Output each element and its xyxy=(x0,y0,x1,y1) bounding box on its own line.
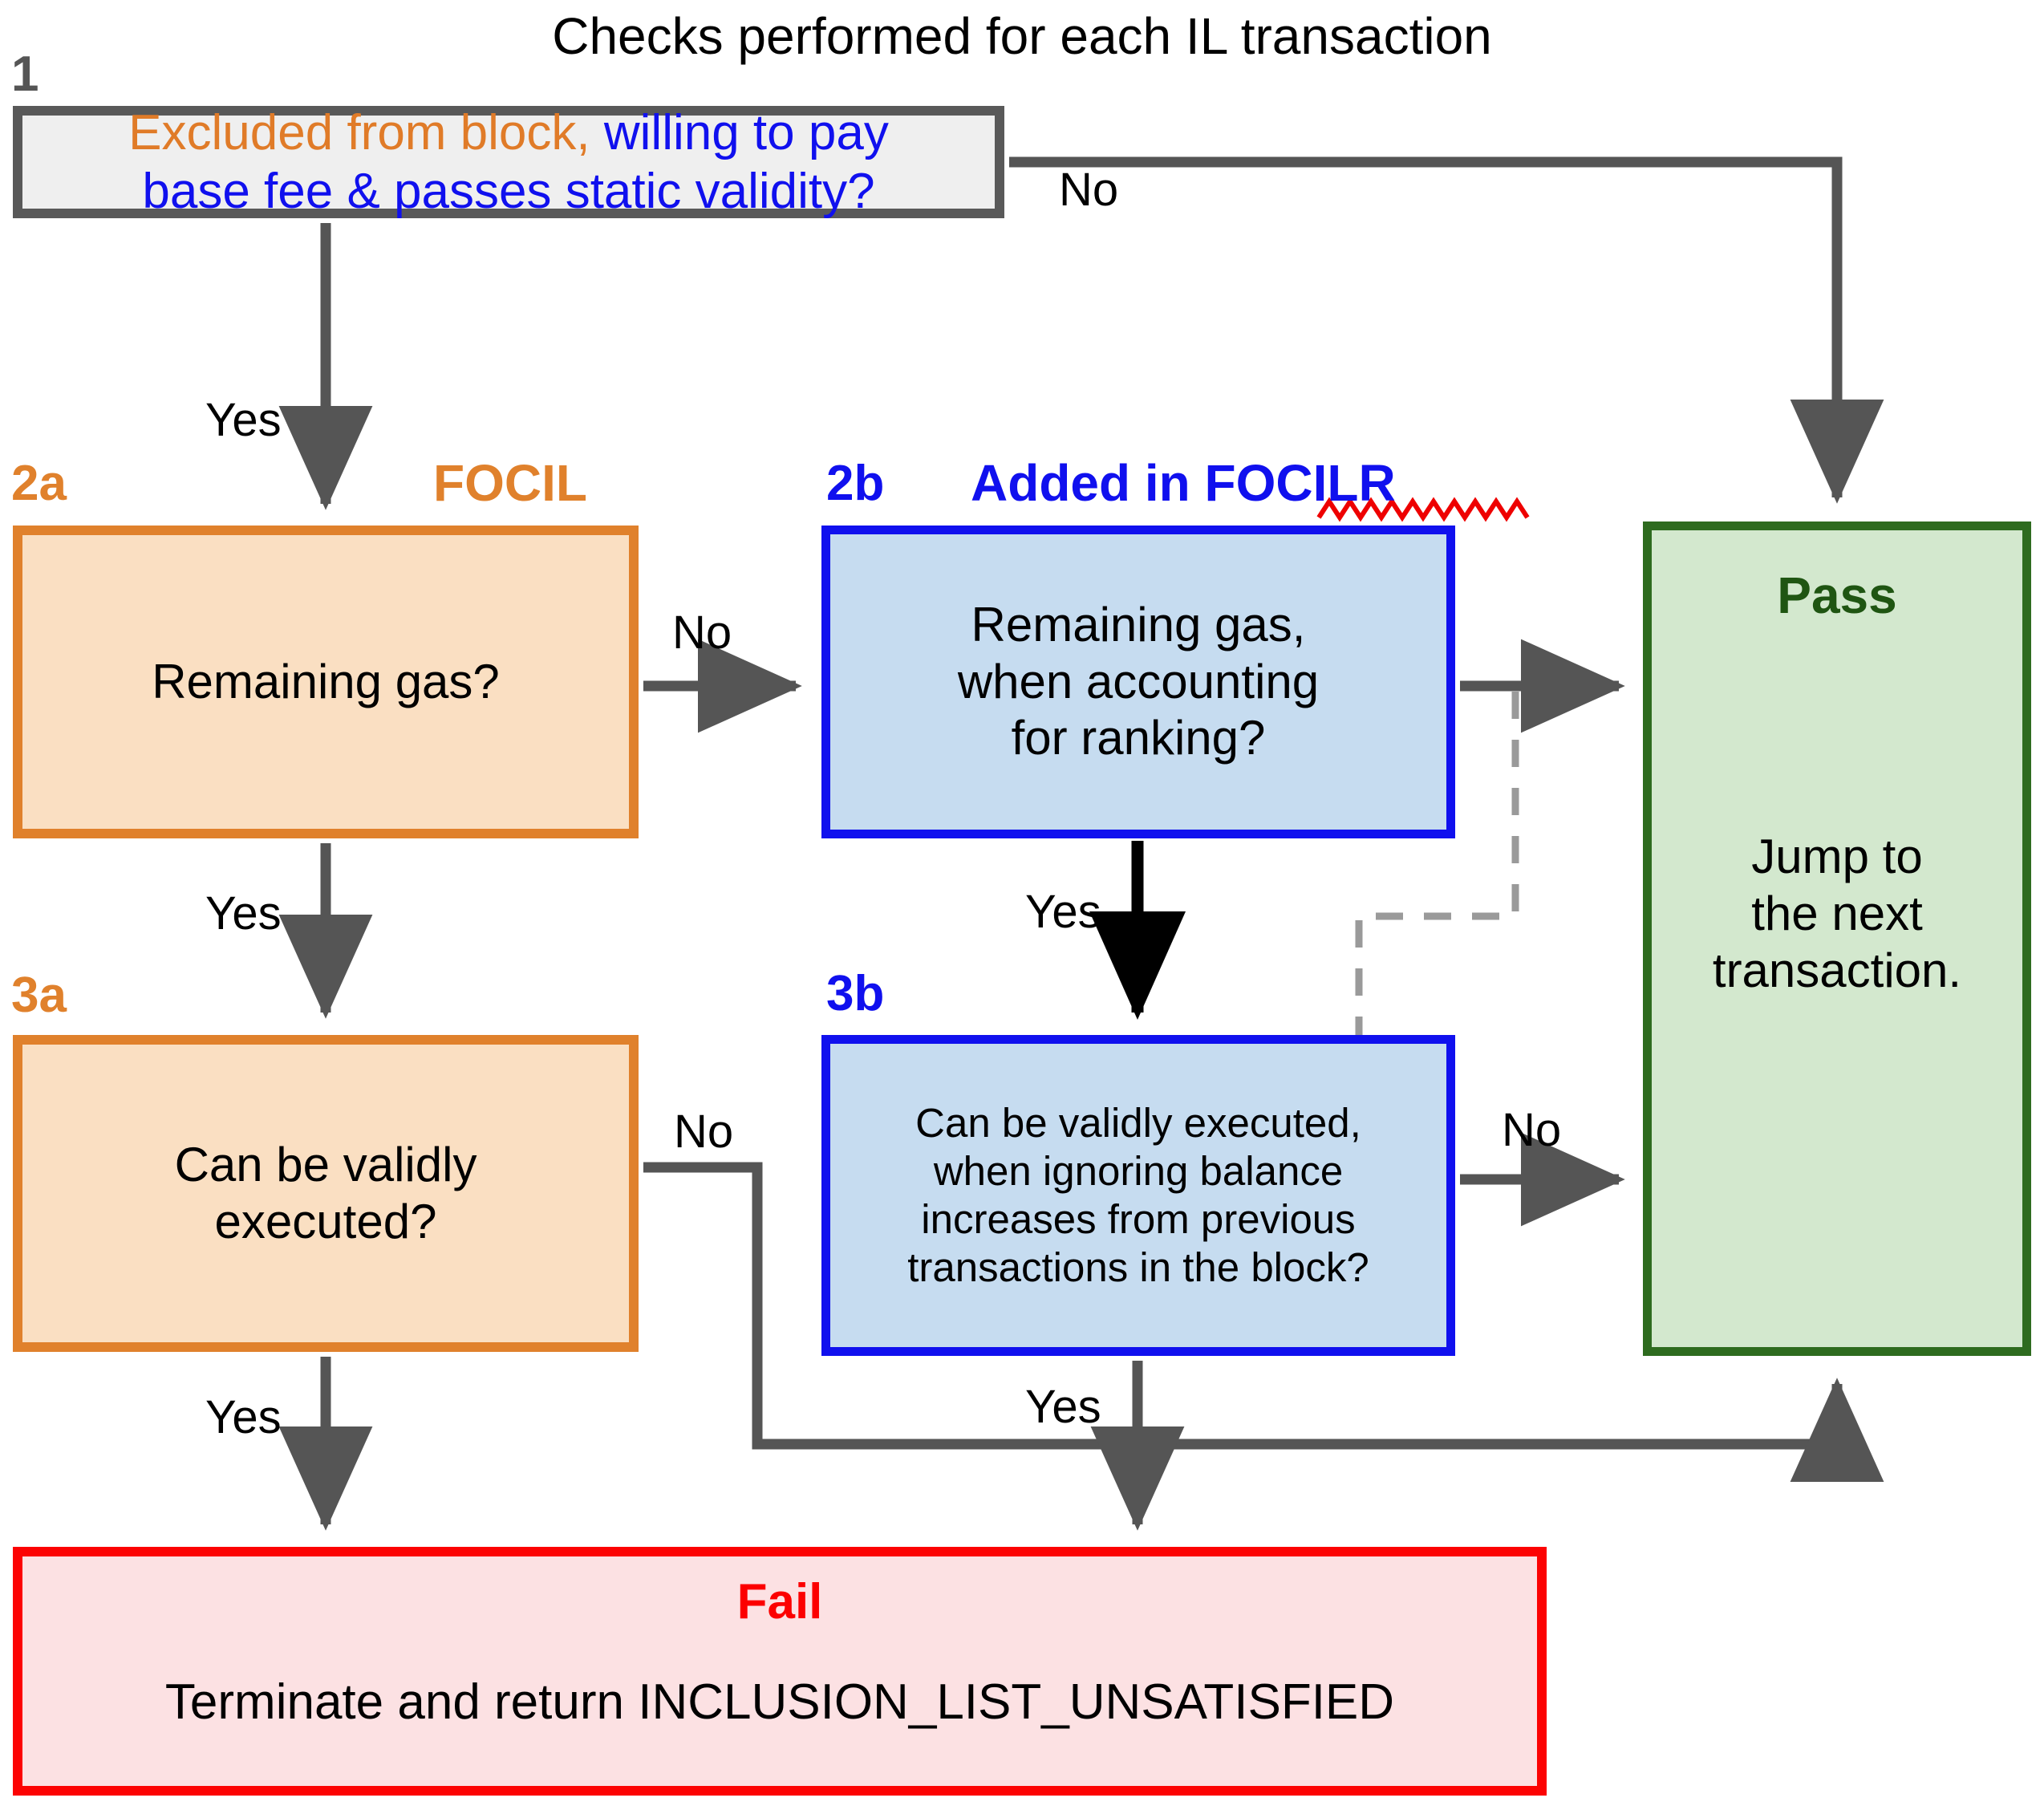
edge-1-to-pass xyxy=(1009,156,1884,504)
decision-box-2a[interactable]: Remaining gas? xyxy=(13,526,639,838)
page-title: Checks performed for each IL transaction xyxy=(552,7,1492,65)
terminal-box-fail[interactable]: Fail Terminate and return INCLUSION_LIST… xyxy=(13,1547,1547,1796)
fail-title: Fail xyxy=(736,1574,823,1629)
pass-line3: transaction. xyxy=(1712,943,1962,997)
decision-box-1[interactable]: Excluded from block, willing to pay base… xyxy=(13,103,1004,219)
box2b-line1: Remaining gas, xyxy=(971,597,1306,651)
pass-line1: Jump to xyxy=(1751,829,1923,883)
box1-text-willing: willing to pay xyxy=(590,104,889,160)
edge-label-no-3a: No xyxy=(674,1106,734,1158)
box1-line2: base fee & passes static validity? xyxy=(142,164,875,219)
node-number-3b: 3b xyxy=(826,966,885,1021)
edge-label-yes-1: Yes xyxy=(205,394,282,446)
edge-label-no-2a: No xyxy=(672,607,732,659)
box1-text-excluded: Excluded from block, xyxy=(128,104,590,160)
edge-label-no-3b: No xyxy=(1502,1104,1562,1156)
box2b-line2: when accounting xyxy=(957,654,1320,708)
box3b-line4: transactions in the block? xyxy=(907,1244,1369,1291)
edge-label-yes-2b: Yes xyxy=(1025,886,1101,938)
terminal-box-pass[interactable]: Pass Jump to the next transaction. xyxy=(1643,521,2031,1356)
box3a-line1: Can be validly xyxy=(174,1137,477,1191)
fail-body: Terminate and return INCLUSION_LIST_UNSA… xyxy=(164,1674,1395,1731)
node-number-2b: 2b xyxy=(826,456,885,511)
legend-focil: FOCIL xyxy=(433,454,587,512)
box3b-line3: increases from previous xyxy=(921,1196,1356,1242)
pass-line2: the next xyxy=(1751,886,1923,940)
box3a-line2: executed? xyxy=(214,1194,437,1248)
box3b-line2: when ignoring balance xyxy=(933,1147,1344,1194)
edge-label-yes-3b: Yes xyxy=(1025,1381,1101,1433)
node-number-1: 1 xyxy=(11,47,39,102)
box2a-text: Remaining gas? xyxy=(152,654,500,708)
node-number-3a: 3a xyxy=(11,968,67,1023)
node-number-2a: 2a xyxy=(11,456,67,511)
decision-box-3a[interactable]: Can be validly executed? xyxy=(13,1035,639,1352)
edge-label-yes-3a: Yes xyxy=(205,1391,282,1443)
decision-box-3b[interactable]: Can be validly executed, when ignoring b… xyxy=(821,1035,1455,1356)
box3b-line1: Can be validly executed, xyxy=(915,1099,1361,1146)
pass-title: Pass xyxy=(1777,566,1897,624)
box1-line1: Excluded from block, willing to pay xyxy=(128,103,889,162)
box2b-line3: for ranking? xyxy=(1011,711,1266,765)
decision-box-2b[interactable]: Remaining gas, when accounting for ranki… xyxy=(821,526,1455,838)
legend-focilr: Added in FOCILR xyxy=(971,454,1396,512)
edge-label-yes-2a: Yes xyxy=(205,887,282,939)
edge-label-no-1: No xyxy=(1059,164,1119,216)
